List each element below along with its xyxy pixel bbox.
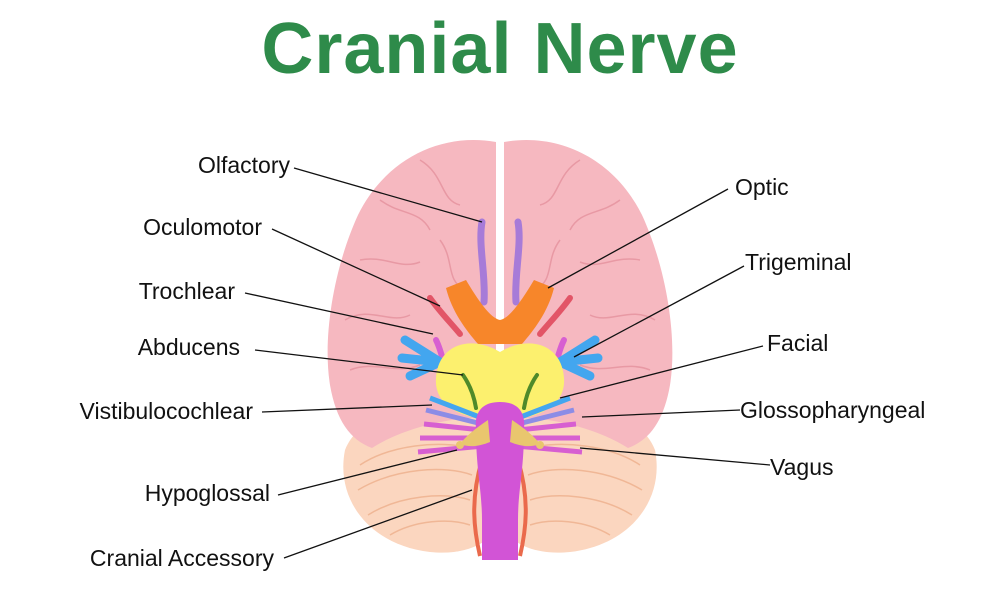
trigeminal-nerve [397,335,603,381]
abducens-nerve [461,373,539,410]
olfactory-nerve [477,218,523,306]
label-glossopharyngeal: Glossopharyngeal [740,397,925,423]
label-cranial-accessory: Cranial Accessory [90,545,275,571]
labels: Olfactory Oculomotor Trochlear Abducens … [80,152,926,571]
leader-lines [244,167,771,559]
cerebrum-folds [344,159,656,371]
nerve-roots [456,420,544,449]
label-trochlear: Trochlear [139,278,236,304]
lower-nerve-rays [417,395,583,455]
label-facial: Facial [767,330,828,356]
pons [435,343,565,420]
label-olfactory: Olfactory [198,152,291,178]
label-hypoglossal: Hypoglossal [145,480,270,506]
diagram-title: Cranial Nerve [261,9,739,89]
optic-chiasm [446,280,554,344]
label-vagus: Vagus [770,454,834,480]
label-trigeminal: Trigeminal [745,249,852,275]
label-oculomotor: Oculomotor [143,214,262,240]
label-abducens: Abducens [138,334,240,360]
oculomotor-nerve [427,295,573,337]
label-vestibulocochlear: Vistibulocochlear [80,398,254,424]
label-optic: Optic [735,174,789,200]
